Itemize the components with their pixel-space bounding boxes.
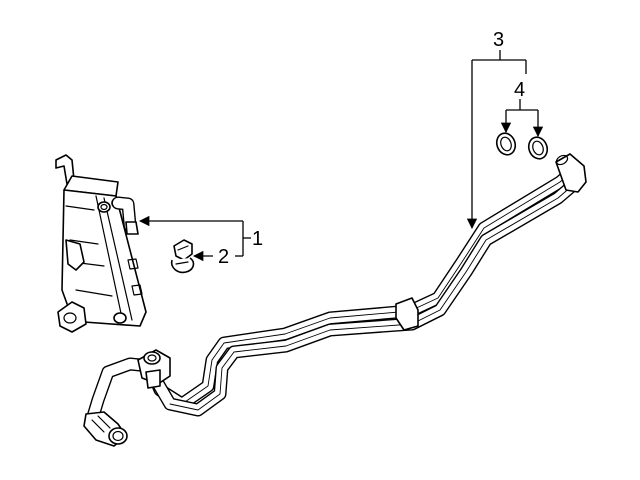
o-ring-icon	[495, 132, 549, 160]
callout-3: 3	[493, 29, 504, 51]
cooler-line-icon	[83, 153, 587, 447]
callout-2: 2	[218, 246, 229, 268]
oil-cooler-icon	[55, 154, 147, 333]
callout-4: 4	[514, 79, 525, 101]
leader-lines	[138, 50, 544, 262]
retaining-clip-icon	[170, 239, 195, 274]
callout-1: 1	[252, 228, 263, 250]
